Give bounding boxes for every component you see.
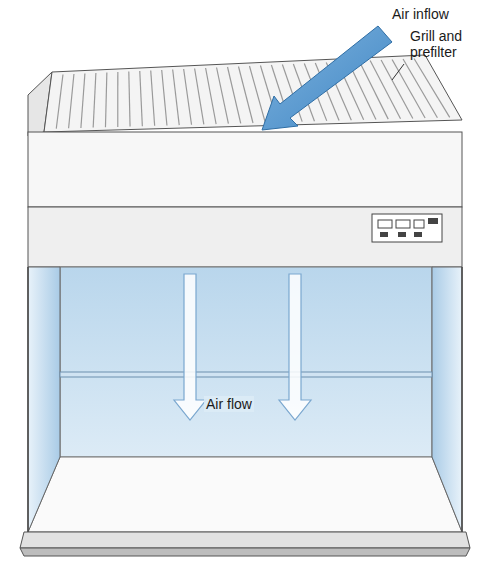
grill-bar — [140, 71, 143, 126]
inflow-arrow — [262, 26, 392, 130]
grill-bar — [370, 61, 400, 119]
grill-bar — [117, 72, 118, 127]
side-glass — [28, 267, 60, 532]
control-panel — [372, 214, 442, 242]
grill-bar — [56, 75, 63, 129]
grill-bar — [129, 72, 130, 127]
grill-bar — [206, 68, 217, 124]
grill-bar — [105, 73, 106, 128]
grill-bar — [239, 67, 254, 124]
grill-bar — [184, 69, 192, 125]
label: Air inflow — [392, 6, 449, 22]
label: Air flow — [204, 396, 254, 412]
leader-line — [392, 64, 404, 80]
part-label: Grill and prefilter — [410, 28, 480, 60]
grill-bar — [69, 74, 74, 128]
grill-bar — [151, 71, 155, 126]
work-surface — [28, 457, 462, 532]
grill-bars — [56, 59, 449, 129]
control-band — [28, 207, 462, 267]
base — [20, 548, 470, 556]
grill-bar — [173, 70, 180, 126]
grill-bar — [81, 74, 85, 128]
grill-bar — [359, 61, 388, 119]
grill-bar — [93, 73, 96, 128]
back-wall — [60, 267, 432, 457]
front-panel — [28, 132, 462, 207]
grill-bar — [162, 70, 167, 125]
airflow-arrow — [174, 274, 311, 420]
grill-bar — [228, 67, 241, 123]
side-glass — [432, 267, 462, 532]
grill-bar — [195, 69, 204, 125]
base — [20, 532, 470, 548]
grill-prefilter — [44, 55, 462, 132]
grill-bar — [217, 68, 229, 124]
grill-bar — [414, 59, 450, 118]
sash-bar — [60, 372, 432, 377]
